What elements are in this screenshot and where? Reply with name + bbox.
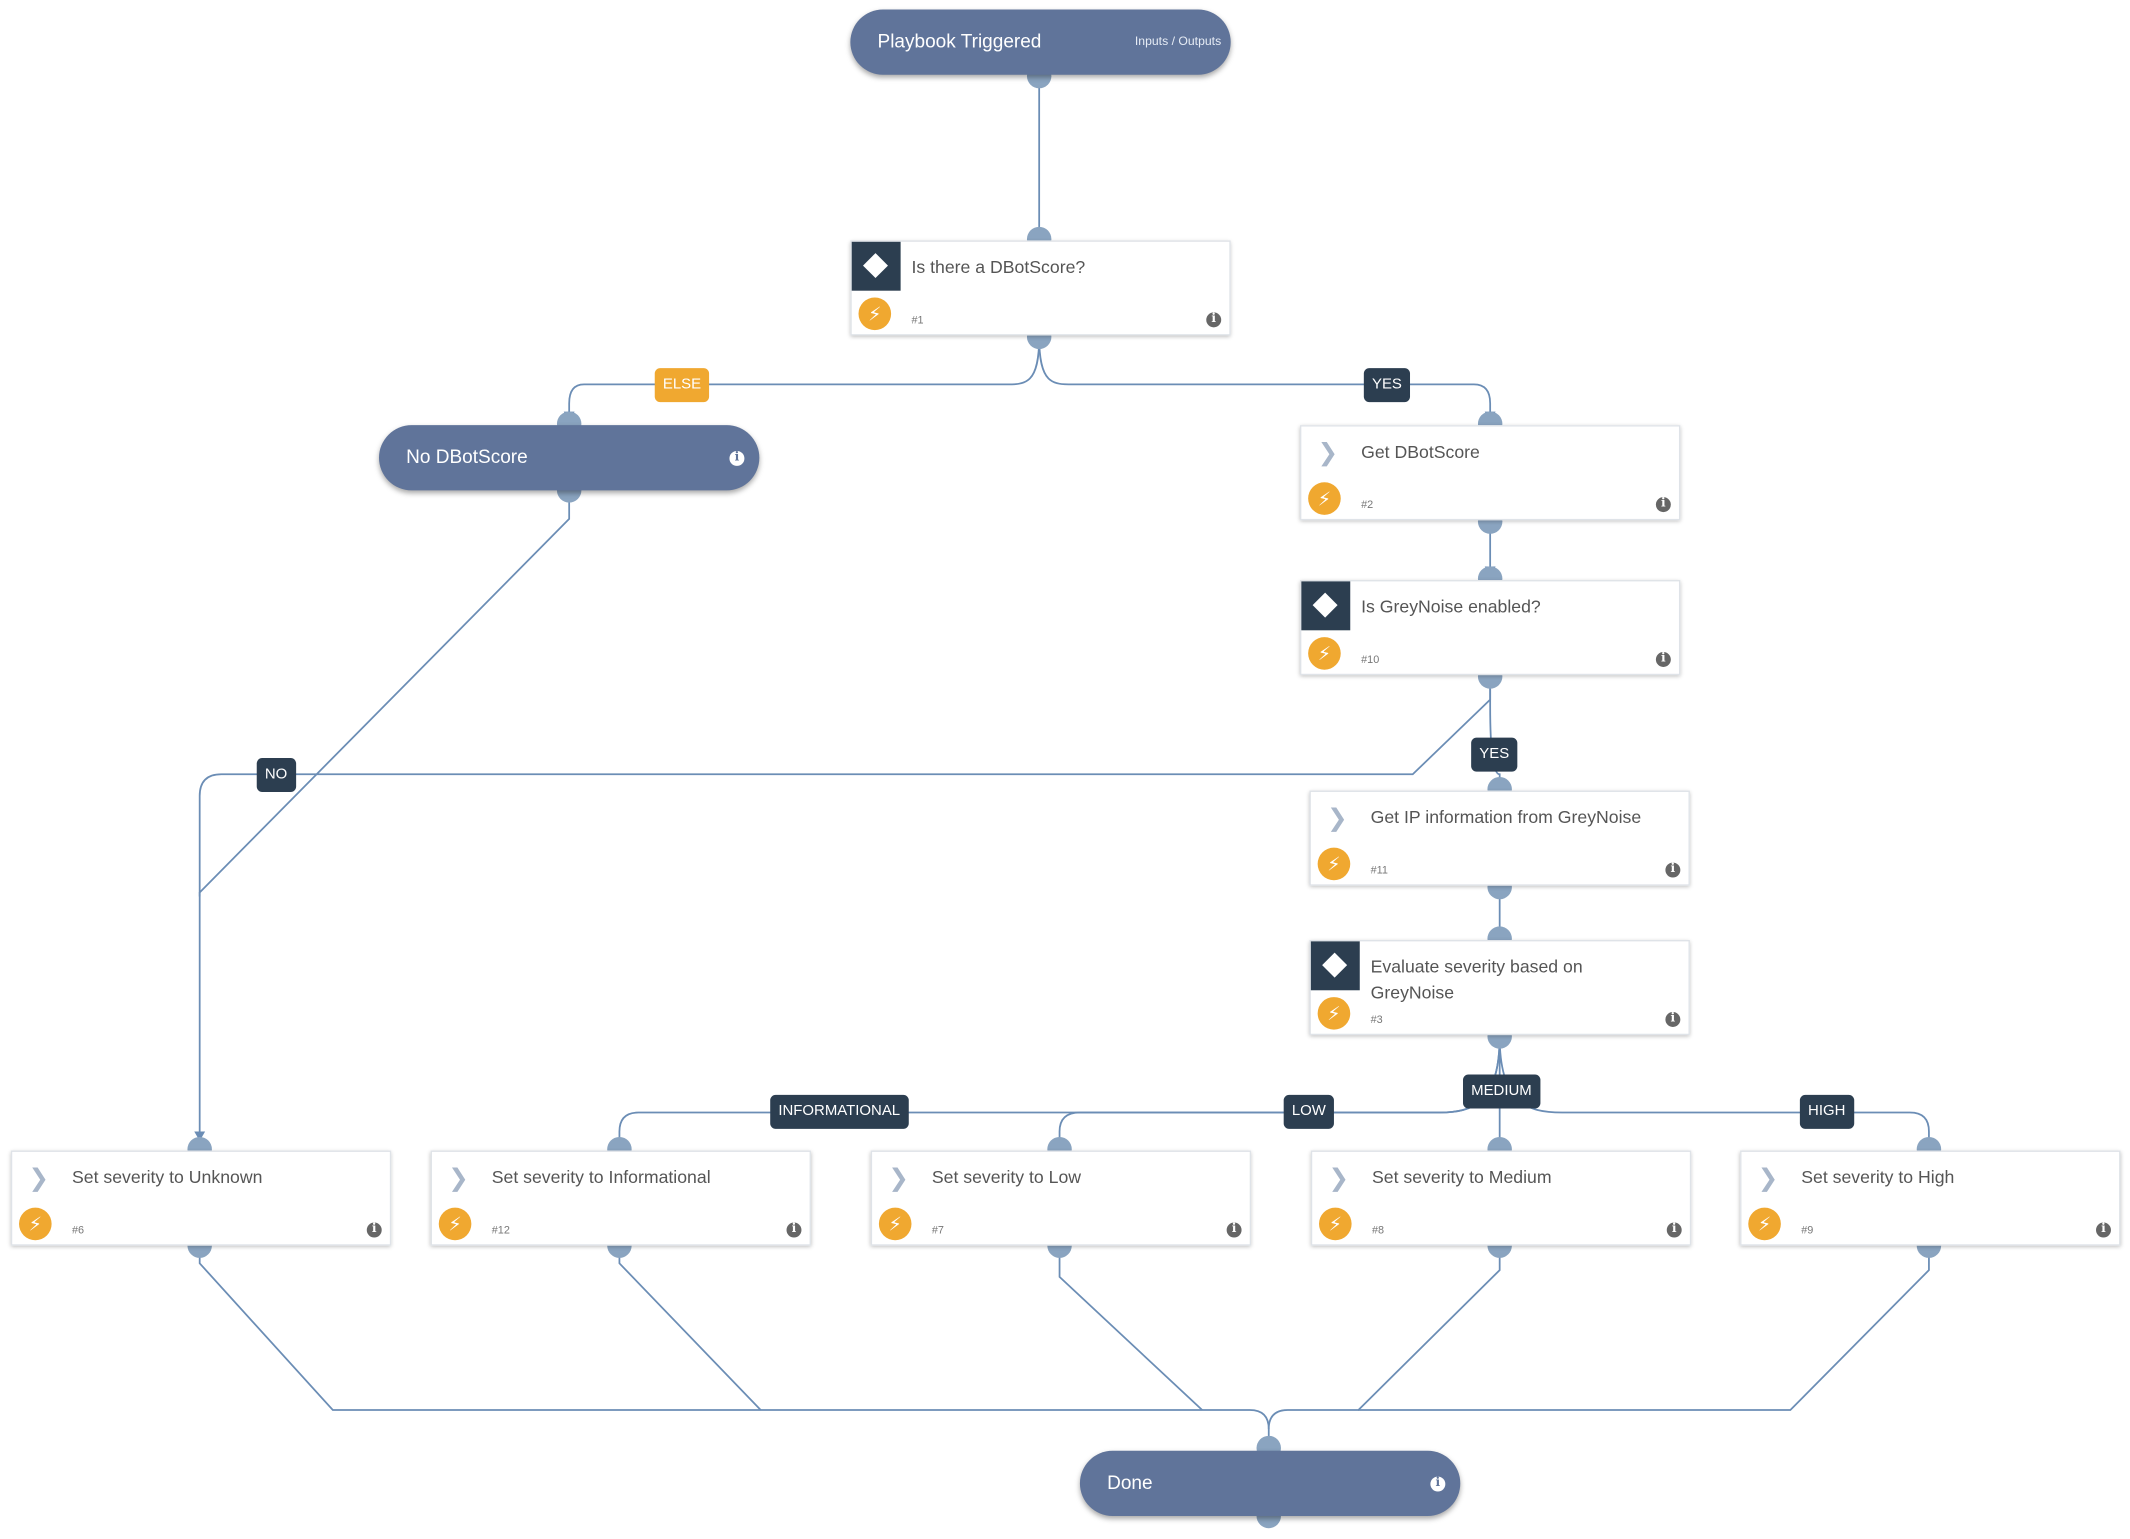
done-node[interactable]: Done i xyxy=(1079,1450,1461,1516)
wire-eval-low xyxy=(1058,1036,1501,1148)
lightning-bolt-icon: ⚡ xyxy=(1319,1207,1352,1241)
info-icon[interactable]: i xyxy=(1665,1012,1681,1027)
condition-dbotscore[interactable]: ⚡ Is there a DBotScore? #1 i xyxy=(850,240,1231,336)
task-number: #9 xyxy=(1801,1223,1814,1237)
condition-icon-box xyxy=(851,241,901,291)
wire-info-done xyxy=(618,1244,762,1411)
edge-label-medium[interactable]: MEDIUM xyxy=(1462,1074,1540,1109)
info-icon[interactable]: i xyxy=(1666,1222,1682,1238)
lightning-bolt-icon: ⚡ xyxy=(19,1207,52,1241)
wire-q1-else xyxy=(568,336,1041,422)
lightning-bolt-icon: ⚡ xyxy=(438,1207,472,1241)
edge-label-else[interactable]: ELSE xyxy=(654,368,710,403)
task-number: #1 xyxy=(911,313,924,327)
info-icon[interactable]: i xyxy=(1226,1222,1242,1238)
lightning-bolt-icon: ⚡ xyxy=(1317,847,1351,881)
task-severity-low[interactable]: ❯ ⚡ Set severity to Low #7 i xyxy=(870,1150,1252,1246)
edge-label-yes-greynoise[interactable]: YES xyxy=(1471,737,1518,772)
lightning-bolt-icon: ⚡ xyxy=(1308,482,1341,515)
info-icon[interactable]: i xyxy=(1665,862,1681,878)
edge-label-yes-dbotscore[interactable]: YES xyxy=(1363,368,1411,403)
no-dbotscore-title: No DBotScore xyxy=(406,445,528,468)
wire-eval-high xyxy=(1498,1036,1930,1148)
task-title: Set severity to Low xyxy=(931,1166,1082,1188)
done-node-title: Done xyxy=(1107,1471,1153,1493)
wire-q10-no xyxy=(198,675,1492,897)
task-number: #12 xyxy=(491,1223,510,1237)
inputs-outputs-link[interactable]: Inputs / Outputs xyxy=(1134,33,1222,48)
info-icon[interactable]: i xyxy=(2096,1222,2111,1238)
task-title: Is GreyNoise enabled? xyxy=(1361,596,1541,617)
info-icon[interactable]: i xyxy=(1655,497,1671,513)
chevron-right-icon: ❯ xyxy=(888,1164,909,1192)
task-number: #10 xyxy=(1361,653,1380,666)
chevron-right-icon: ❯ xyxy=(448,1164,469,1192)
info-icon[interactable]: i xyxy=(729,450,745,466)
condition-evaluate-severity[interactable]: ⚡ Evaluate severity based on GreyNoise #… xyxy=(1309,940,1690,1036)
chevron-right-icon: ❯ xyxy=(1327,804,1348,832)
diamond-icon xyxy=(863,253,888,279)
edge-label-low[interactable]: LOW xyxy=(1283,1094,1335,1129)
task-severity-informational[interactable]: ❯ ⚡ Set severity to Informational #12 i xyxy=(430,1150,811,1246)
condition-greynoise-enabled[interactable]: ⚡ Is GreyNoise enabled? #10 i xyxy=(1299,580,1681,676)
task-severity-high[interactable]: ❯ ⚡ Set severity to High #9 i xyxy=(1740,1150,2121,1246)
wire-high-done xyxy=(1358,1244,1930,1411)
task-number: #2 xyxy=(1361,498,1374,511)
task-get-ip-greynoise[interactable]: ❯ ⚡ Get IP information from GreyNoise #1… xyxy=(1309,790,1690,886)
task-title: Get IP information from GreyNoise xyxy=(1370,806,1642,828)
task-title: Set severity to Unknown xyxy=(71,1166,263,1188)
wire-q1-yes xyxy=(1038,336,1492,422)
task-get-dbotscore[interactable]: ❯ ⚡ Get DBotScore #2 i xyxy=(1299,425,1681,521)
chevron-right-icon: ❯ xyxy=(1328,1164,1350,1192)
task-number: #7 xyxy=(931,1223,944,1237)
edge-label-informational[interactable]: INFORMATIONAL xyxy=(770,1094,909,1129)
task-number: #8 xyxy=(1371,1223,1385,1237)
lightning-bolt-icon: ⚡ xyxy=(1308,637,1341,670)
task-title: Set severity to High xyxy=(1801,1166,1955,1188)
diamond-icon xyxy=(1322,952,1348,978)
chevron-right-icon: ❯ xyxy=(1317,438,1339,466)
wire-unknown-done xyxy=(198,1244,1270,1447)
lightning-bolt-icon: ⚡ xyxy=(878,1207,912,1241)
start-node-title: Playbook Triggered xyxy=(877,29,1042,52)
task-title: Is there a DBotScore? xyxy=(911,256,1086,278)
task-severity-unknown[interactable]: ❯ ⚡ Set severity to Unknown #6 i xyxy=(10,1150,392,1246)
condition-icon-box xyxy=(1301,581,1351,631)
info-icon[interactable]: i xyxy=(366,1222,382,1238)
task-title: Get DBotScore xyxy=(1361,441,1480,462)
wire-nodbot-unknown xyxy=(198,489,571,1142)
wire-low-done xyxy=(1058,1244,1203,1411)
task-number: #6 xyxy=(71,1223,85,1237)
info-icon[interactable]: i xyxy=(1206,312,1222,328)
chevron-right-icon: ❯ xyxy=(1757,1164,1779,1192)
no-dbotscore-node[interactable]: No DBotScore i xyxy=(378,425,760,491)
task-number: #11 xyxy=(1370,863,1388,877)
start-node[interactable]: Playbook Triggered Inputs / Outputs xyxy=(850,9,1231,75)
edge-label-no[interactable]: NO xyxy=(256,757,296,792)
info-icon[interactable]: i xyxy=(786,1222,802,1238)
diamond-icon xyxy=(1312,592,1338,618)
task-title: Set severity to Medium xyxy=(1371,1166,1552,1188)
condition-icon-box xyxy=(1310,941,1360,991)
info-icon[interactable]: i xyxy=(1430,1476,1446,1492)
wire-medium-done xyxy=(1267,1244,1501,1430)
task-number: #3 xyxy=(1370,1013,1383,1026)
task-title: Set severity to Informational xyxy=(491,1166,711,1188)
chevron-right-icon: ❯ xyxy=(28,1164,50,1192)
lightning-bolt-icon: ⚡ xyxy=(1748,1207,1781,1241)
lightning-bolt-icon: ⚡ xyxy=(858,297,892,331)
arrow-unknown xyxy=(194,1131,206,1142)
task-title: Evaluate severity based on GreyNoise xyxy=(1370,956,1583,1003)
task-severity-medium[interactable]: ❯ ⚡ Set severity to Medium #8 i xyxy=(1310,1150,1692,1246)
lightning-bolt-icon: ⚡ xyxy=(1317,997,1351,1030)
edge-label-high[interactable]: HIGH xyxy=(1799,1094,1854,1129)
info-icon[interactable]: i xyxy=(1655,652,1671,667)
